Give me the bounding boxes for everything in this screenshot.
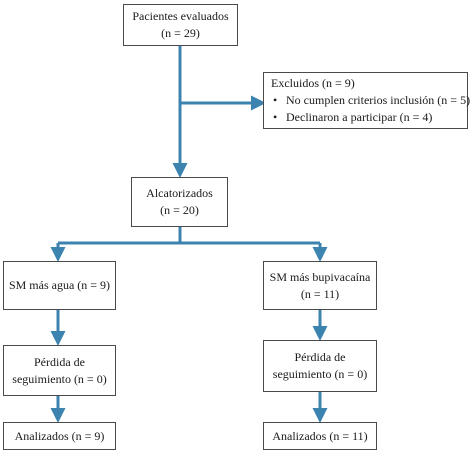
right-loss-line1: Pérdida de xyxy=(294,350,346,364)
randomized-count: (n = 20) xyxy=(160,203,199,217)
excluded-reason-item: No cumplen criterios inclusión (n = 5) xyxy=(271,92,470,109)
left-loss-line1: Pérdida de xyxy=(34,354,85,369)
right-group-count: (n = 11) xyxy=(300,286,340,301)
box-left-perdida-seguimiento: Pérdida de seguimiento (n = 0) xyxy=(3,345,116,396)
box-excluidos: Excluidos (n = 9) No cumplen criterios i… xyxy=(263,72,470,129)
right-group-label: SM más bupivacaína xyxy=(269,269,371,284)
box-sm-mas-agua: SM más agua (n = 9) xyxy=(3,261,116,310)
box-right-perdida-seguimiento: Pérdida de seguimiento (n = 0) xyxy=(263,340,377,392)
box-sm-mas-bupivacaina: SM más bupivacaína (n = 11) xyxy=(263,261,377,310)
evaluated-label: Pacientes evaluados xyxy=(132,9,229,23)
box-alcatorizados: Alcatorizados (n = 20) xyxy=(131,177,228,227)
left-analyzed-label: Analizados (n = 9) xyxy=(14,428,105,443)
right-analyzed-label: Analizados (n = 11) xyxy=(272,428,368,443)
evaluated-count: (n = 29) xyxy=(161,26,200,40)
box-left-analizados: Analizados (n = 9) xyxy=(3,422,116,450)
box-pacientes-evaluados: Pacientes evaluados (n = 29) xyxy=(123,4,238,46)
excluded-reasons-list: No cumplen criterios inclusión (n = 5) D… xyxy=(271,92,470,126)
left-loss-line2: seguimiento (n = 0) xyxy=(12,371,107,386)
box-right-analizados: Analizados (n = 11) xyxy=(263,422,377,450)
right-loss-line2: seguimiento (n = 0) xyxy=(272,367,368,381)
excluded-reason-item: Declinaron a participar (n = 4) xyxy=(271,109,470,126)
randomized-label: Alcatorizados xyxy=(146,186,213,200)
left-group-label: SM más agua (n = 9) xyxy=(8,278,111,292)
excluded-title: Excluidos (n = 9) xyxy=(271,76,355,90)
